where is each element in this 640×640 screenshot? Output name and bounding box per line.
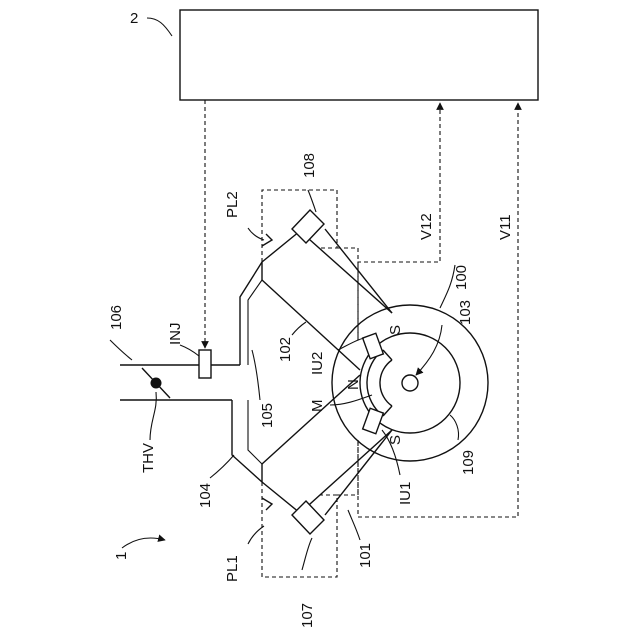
label-v11: V11 <box>497 214 514 240</box>
label-pole-s1: S <box>387 435 404 445</box>
throttle-leader <box>150 392 156 440</box>
manifold-outline-left <box>232 400 262 482</box>
spark-plug-right <box>292 210 324 243</box>
plug-108-leader <box>308 190 316 212</box>
label-sensor-iu1: IU1 <box>397 482 414 505</box>
manifold-inner-right <box>248 280 262 365</box>
label-plug-tip-right: PL2 <box>224 191 241 218</box>
manifold-105-leader <box>252 350 260 400</box>
label-plug-tip-left: PL1 <box>224 555 241 582</box>
plug-tip-left <box>262 498 272 510</box>
system-leader <box>122 538 165 548</box>
label-intake-left: 104 <box>197 483 214 508</box>
label-throttle: THV <box>140 443 157 473</box>
label-ecu: 2 <box>130 10 138 27</box>
manifold-104-leader <box>210 455 234 478</box>
shaft <box>402 375 418 391</box>
label-v12: V12 <box>418 213 435 240</box>
manifold-outline-right <box>240 262 262 365</box>
rotor-ring-leader <box>450 415 459 440</box>
plug-box-left <box>262 482 337 577</box>
label-plug-right: 108 <box>301 153 318 178</box>
magnet-arc-inner <box>380 360 392 406</box>
ecu-box <box>180 10 538 100</box>
label-plug-left: 107 <box>299 603 316 628</box>
label-system: 1 <box>113 552 130 560</box>
sensor-body-101-leader <box>348 510 360 540</box>
magnet-end-top <box>383 350 392 360</box>
shaft-leader <box>416 325 442 375</box>
chamber-line-top <box>300 231 392 313</box>
intake-pipe-leader <box>110 340 132 360</box>
label-sensor-body-2: 102 <box>277 337 294 362</box>
label-rotor-disc: 100 <box>453 265 470 290</box>
label-pole-s2: S <box>387 325 404 335</box>
spark-plug-left <box>292 501 324 534</box>
label-rotor-ring: 109 <box>460 450 477 475</box>
label-intake-center: 105 <box>259 403 276 428</box>
label-sensor-body-1: 101 <box>357 543 374 568</box>
injector-leader <box>180 345 199 356</box>
label-pole-n: N <box>345 379 362 390</box>
sensor-iu2 <box>363 333 384 358</box>
label-shaft: 103 <box>457 300 474 325</box>
plug-107-leader <box>302 538 312 570</box>
sensor-housing-upper <box>337 248 358 340</box>
magnet-end-bottom <box>383 406 392 416</box>
ecu-leader <box>147 18 172 36</box>
label-injector: INJ <box>167 323 184 346</box>
chamber-line-bottom <box>300 430 392 513</box>
label-intake-pipe: 106 <box>108 305 125 330</box>
injector-body <box>199 350 211 378</box>
sensor-iu1 <box>363 408 384 433</box>
label-sensor-iu2: IU2 <box>309 352 326 375</box>
chamber-102-leader <box>292 322 306 335</box>
label-magnet: M <box>309 400 326 413</box>
